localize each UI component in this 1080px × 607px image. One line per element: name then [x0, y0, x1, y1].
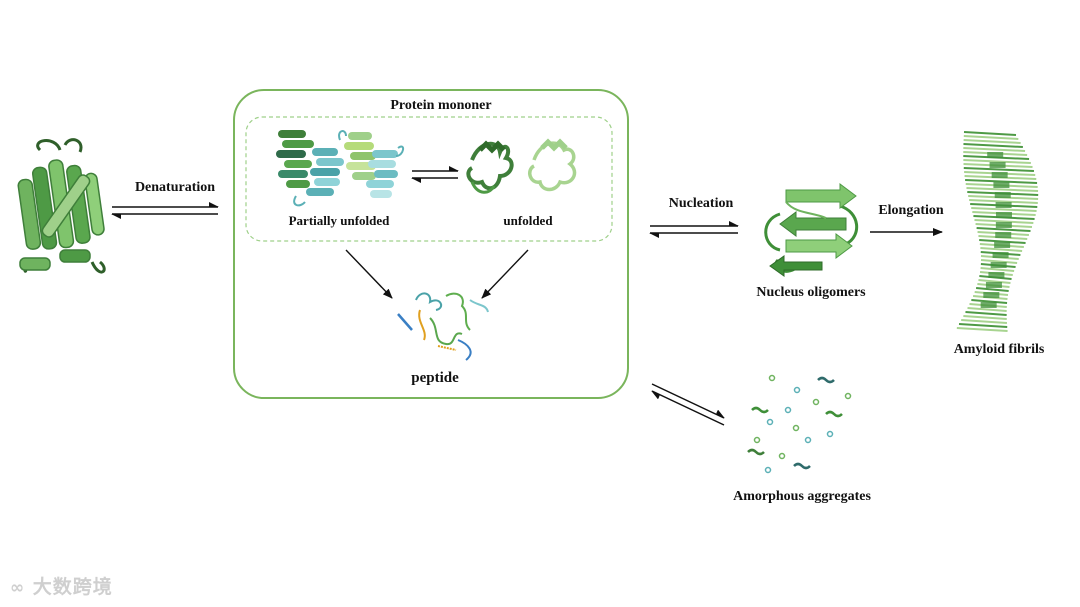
- fibril-core-segment: [993, 182, 1010, 188]
- protein-monomer-box: [233, 89, 629, 399]
- amorphous-aggregates-icon: [747, 374, 852, 474]
- fibril-strand: [963, 131, 1017, 136]
- fibril-strand: [980, 259, 1018, 264]
- partially-unfolded-label: Partially unfolded: [288, 213, 390, 228]
- fibril-strand: [971, 299, 1008, 304]
- fibril-strand: [963, 315, 1007, 320]
- fibril-strand: [963, 143, 1023, 148]
- fibril-core-segment: [992, 252, 1009, 258]
- fibril-strand: [980, 267, 1015, 272]
- fibril-strand: [979, 239, 1026, 244]
- fibril-strand: [963, 139, 1021, 144]
- fibril-strand: [980, 247, 1023, 252]
- unfolded-protein-icon: [466, 138, 577, 194]
- fibril-strand: [967, 307, 1007, 312]
- fibril-strand: [963, 135, 1019, 140]
- aggregation-arrows: [651, 383, 725, 426]
- fibril-strand: [963, 167, 1035, 172]
- fibril-strand: [978, 279, 1011, 284]
- fibril-strand: [971, 207, 1037, 212]
- amyloid-fibrils-label: Amyloid fibrils: [953, 342, 1045, 357]
- fibril-core-segment: [983, 292, 1000, 298]
- native-protein-icon: [17, 138, 106, 274]
- peptide-formation-arrows: [345, 249, 529, 299]
- peptide-label: peptide: [411, 370, 459, 386]
- fibril-strand: [965, 179, 1038, 184]
- elongation-label: Elongation: [878, 203, 944, 218]
- fibril-strand: [963, 147, 1026, 152]
- nucleus-oligomer-icon: [764, 183, 858, 277]
- peptide-icon: [397, 292, 489, 361]
- amorphous-aggregates-label: Amorphous aggregates: [733, 489, 871, 504]
- amyloid-fibril-icon: [956, 131, 1039, 332]
- watermark-logo: ∞ 大数跨境: [10, 572, 113, 599]
- fibril-strand: [966, 187, 1039, 192]
- fibril-core-segment: [980, 302, 997, 308]
- nucleation-label: Nucleation: [668, 196, 734, 211]
- fibril-core-segment: [995, 232, 1012, 238]
- unfolding-arrows: [411, 166, 459, 183]
- fibril-core-segment: [991, 172, 1008, 178]
- fibril-core-segment: [995, 202, 1012, 208]
- unfolded-label: unfolded: [503, 213, 553, 228]
- fibril-strand: [958, 323, 1008, 328]
- denaturation-arrows: [111, 202, 219, 219]
- fibril-strand: [974, 219, 1034, 224]
- fibril-core-segment: [995, 212, 1012, 218]
- fibril-strand: [976, 227, 1031, 232]
- fibril-core-segment: [990, 262, 1007, 268]
- fibril-strand: [963, 159, 1031, 164]
- fibril-strand: [956, 327, 1008, 332]
- watermark-text: 大数跨境: [32, 576, 113, 598]
- protein-monomer-label: Protein mononer: [390, 98, 492, 113]
- nucleus-oligomers-label: Nucleus oligomers: [756, 285, 866, 300]
- fibril-core-segment: [995, 222, 1012, 228]
- watermark-icon: ∞: [10, 578, 26, 598]
- nucleation-arrows: [649, 221, 739, 238]
- fibril-core-segment: [988, 272, 1005, 278]
- fibril-core-segment: [989, 162, 1006, 168]
- partially-unfolded-icon: [276, 130, 404, 207]
- fibril-core-segment: [994, 192, 1011, 198]
- fibril-strand: [961, 319, 1008, 324]
- fibril-strand: [965, 311, 1007, 316]
- fibril-core-segment: [987, 152, 1004, 158]
- denaturation-label: Denaturation: [134, 180, 216, 195]
- fibril-strand: [976, 287, 1009, 292]
- fibril-strand: [969, 199, 1038, 204]
- fibril-core-segment: [985, 282, 1002, 288]
- fibril-core-segment: [994, 242, 1011, 248]
